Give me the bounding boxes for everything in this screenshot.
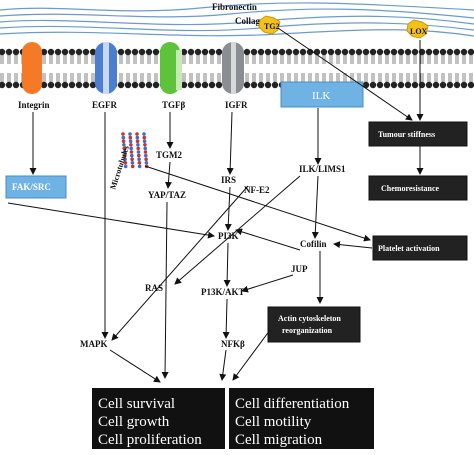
actin-label-line2: reorganization xyxy=(282,326,333,335)
jup-label: JUP xyxy=(291,264,308,274)
nfkb-label: NFKβ xyxy=(221,339,245,349)
tg2-enzyme: TG2 xyxy=(258,15,281,35)
igfr-receptor xyxy=(222,42,244,94)
pi3k-label: PI3K xyxy=(218,231,239,241)
tgm2-label: TGM2 xyxy=(156,150,182,160)
pathway-arrows xyxy=(7,27,424,383)
integrin-receptor xyxy=(22,42,42,94)
p13k-akt-label: P13K/AKT xyxy=(201,287,245,297)
outcome-left-2: Cell growth xyxy=(98,414,170,430)
actin-box xyxy=(267,306,361,343)
ilk-lims1-label: ILK/LIMS1 xyxy=(299,164,346,174)
chemoresistance-label: Chemoresistance xyxy=(381,184,440,193)
microtubules-label: Microtubules xyxy=(108,144,131,190)
ras-label: RAS xyxy=(145,283,163,293)
mapk-label: MAPK xyxy=(80,339,108,349)
lox-label: LOX xyxy=(410,27,428,36)
platelet-activation-box xyxy=(372,235,468,261)
collagen-label: Collagen xyxy=(235,16,269,26)
lox-enzyme: LOX xyxy=(406,19,429,39)
egfr-receptor xyxy=(95,42,117,94)
ilk-label: ILK xyxy=(312,90,330,102)
tg2-label: TG2 xyxy=(264,22,280,31)
outcome-left-3: Cell proliferation xyxy=(98,432,202,448)
microtubules-icon xyxy=(121,132,149,169)
platelet-activation-label: Platelet activation xyxy=(378,244,440,253)
igfr-label: IGFR xyxy=(225,100,248,110)
outcome-box-right xyxy=(229,388,374,449)
tumour-stiffness-label: Tumour stiffness xyxy=(378,130,435,139)
egfr-label: EGFR xyxy=(92,100,118,110)
tumour-stiffness-box xyxy=(368,121,468,147)
cofilin-label: Cofilin xyxy=(300,239,327,249)
actin-label-line1: Actin cytoskeleton xyxy=(278,314,341,323)
outcome-right-3: Cell migration xyxy=(235,432,323,448)
nf-e2-label: NF-E2 xyxy=(244,185,270,195)
fibronectin-label: Fibronectin xyxy=(212,2,257,12)
tgfb-receptor xyxy=(160,42,182,94)
fak-src-label: FAK/SRC xyxy=(12,182,51,192)
outcome-left-1: Cell survival xyxy=(98,396,175,412)
ilk-box xyxy=(280,81,364,108)
yap-taz-label: YAP/TAZ xyxy=(148,190,186,200)
outcome-box-left xyxy=(92,388,225,449)
outcome-right-2: Cell motility xyxy=(235,414,312,430)
outcome-right-1: Cell differentiation xyxy=(235,396,350,412)
integrin-label: Integrin xyxy=(18,100,50,110)
chemoresistance-box xyxy=(368,175,468,201)
irs-label: IRS xyxy=(221,175,236,185)
tgfb-label: TGFβ xyxy=(162,100,186,110)
fak-src-box xyxy=(5,175,67,199)
